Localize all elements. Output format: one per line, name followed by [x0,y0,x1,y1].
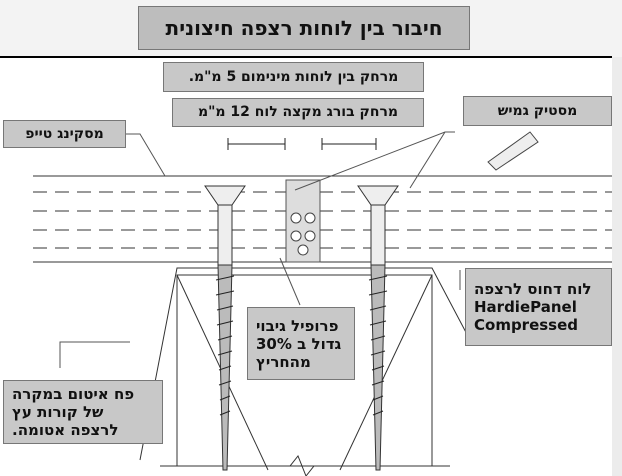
label-backer-rod: פרופיל גיבוי גדול ב 30% מהחריץ [247,307,355,380]
screw-right [357,185,399,471]
backer-line: גדול ב 30% [256,334,342,353]
label-flexible-sealant: מסטיק גמיש [463,96,612,126]
flashing-line: לרצפה אטומה. [12,421,119,439]
flashing-line: פח איטום במקרה [12,385,135,403]
screw-threads [215,275,388,416]
joist [139,267,471,476]
screw-left [204,185,246,471]
label-panel: לוח דחוס לרצפה HardiePanel Compressed [465,268,612,346]
backer-rod [290,212,316,256]
dimension-arrows [227,138,377,150]
page-title: חיבור בין לוחות רצפה חיצונית [138,6,470,50]
label-gap: מרחק בין לוחות מינימום 5 מ"מ. [163,62,424,92]
panel-line: Compressed [474,316,579,334]
flashing-line: של קורות עץ [12,403,104,421]
backer-line: מהחריץ [256,352,311,371]
label-flashing: פח איטום במקרה של קורות עץ לרצפה אטומה. [3,380,163,444]
label-masking-tape: מסקינג טייפ [3,120,126,148]
floor-panels [33,175,612,263]
label-screw-edge: מרחק בורג מקצה לוח 12 מ"מ [172,98,424,127]
panel-line: לוח דחוס לרצפה [474,280,592,298]
leader-lines [59,131,461,368]
panel-line: HardiePanel [474,298,577,316]
sealant-tube-icon [487,131,539,171]
backer-line: פרופיל גיבוי [256,316,339,335]
right-edge [612,57,622,476]
